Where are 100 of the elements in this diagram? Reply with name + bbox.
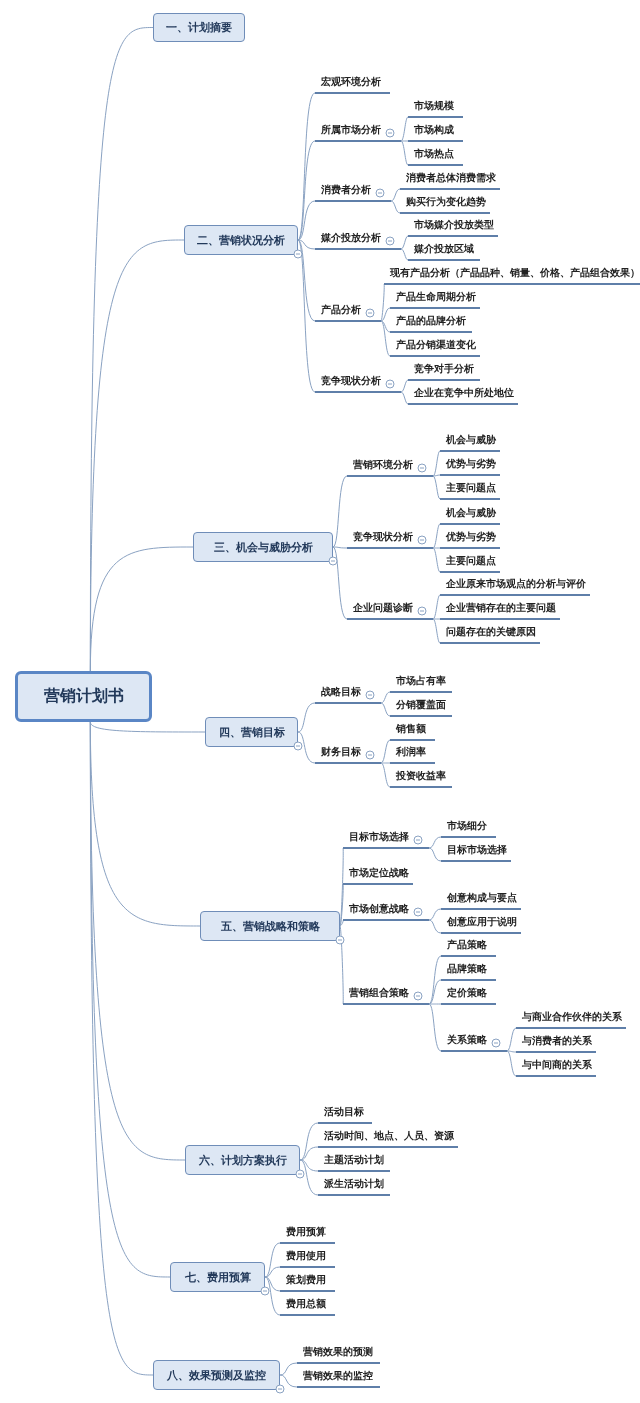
subtopic-label: 定价策略 bbox=[441, 984, 496, 1005]
connector-line bbox=[380, 762, 391, 788]
connector-line bbox=[400, 391, 409, 405]
connector-line bbox=[264, 1276, 281, 1316]
subtopic-label: 主要问题点 bbox=[440, 552, 500, 573]
connector-line bbox=[432, 523, 441, 549]
topic-box: 二、营销状况分析 bbox=[184, 225, 298, 255]
connector-line bbox=[264, 1242, 281, 1278]
subtopic-label: 品牌策略 bbox=[441, 960, 496, 981]
connector-line bbox=[380, 702, 391, 717]
connector-line bbox=[279, 1374, 298, 1388]
connector-line bbox=[339, 919, 344, 927]
connector-line bbox=[297, 239, 316, 393]
subtopic-label: 与商业合作伙伴的关系 bbox=[516, 1008, 626, 1029]
subtopic-label: 投资收益率 bbox=[390, 767, 452, 788]
subtopic-label: 主题活动计划 bbox=[318, 1151, 390, 1172]
connector-line bbox=[380, 739, 391, 764]
subtopic-label: 购买行为变化趋势 bbox=[400, 193, 490, 214]
connector-line bbox=[332, 546, 348, 620]
connector-line bbox=[400, 248, 409, 261]
connector-line bbox=[89, 546, 194, 672]
connector-line bbox=[428, 836, 442, 849]
connector-line bbox=[264, 1266, 281, 1278]
subtopic-label: 市场热点 bbox=[408, 145, 463, 166]
connector-line bbox=[299, 1159, 319, 1196]
connector-line bbox=[332, 475, 348, 548]
subtopic-label: 市场定位战略 bbox=[343, 864, 413, 885]
connector-line bbox=[428, 908, 442, 921]
subtopic-label: 主要问题点 bbox=[440, 479, 500, 500]
connector-line bbox=[299, 1122, 319, 1161]
subtopic-label: 创意应用于说明 bbox=[441, 913, 521, 934]
connector-line bbox=[297, 731, 316, 764]
subtopic-label: 机会与威胁 bbox=[440, 431, 500, 452]
subtopic-label: 媒介投放区域 bbox=[408, 240, 480, 261]
connector-line bbox=[506, 1050, 517, 1053]
subtopic-label: 优势与劣势 bbox=[440, 455, 500, 476]
connector-line bbox=[400, 116, 409, 142]
subtopic-label: 市场细分 bbox=[441, 817, 496, 838]
connector-line bbox=[279, 1362, 298, 1376]
subtopic-label: 市场规模 bbox=[408, 97, 463, 118]
topic-box: 三、机会与威胁分析 bbox=[193, 532, 333, 562]
subtopic-label: 活动时间、地点、人员、资源 bbox=[318, 1127, 458, 1148]
connector-line bbox=[432, 450, 441, 477]
subtopic-label: 产品策略 bbox=[441, 936, 496, 957]
connector-line bbox=[506, 1050, 517, 1077]
subtopic-label: 费用预算 bbox=[280, 1223, 335, 1244]
connector-line bbox=[432, 475, 441, 500]
topic-box: 六、计划方案执行 bbox=[185, 1145, 300, 1175]
connector-line bbox=[432, 547, 441, 549]
subtopic-label: 创意构成与要点 bbox=[441, 889, 521, 910]
connector-line bbox=[428, 955, 442, 1005]
subtopic-label: 费用使用 bbox=[280, 1247, 335, 1268]
subtopic-label: 费用总额 bbox=[280, 1295, 335, 1316]
connector-line bbox=[380, 762, 391, 764]
subtopic-label: 消费者总体消费需求 bbox=[400, 169, 500, 190]
connector-line bbox=[299, 1146, 319, 1161]
connector-line bbox=[380, 283, 385, 322]
connector-line bbox=[428, 979, 442, 1005]
connector-line bbox=[264, 1276, 281, 1292]
subtopic-label: 优势与劣势 bbox=[440, 528, 500, 549]
subtopic-label: 竞争对手分析 bbox=[408, 360, 480, 381]
subtopic-label: 与消费者的关系 bbox=[516, 1032, 596, 1053]
connector-line bbox=[400, 140, 409, 142]
subtopic-label: 目标市场选择 bbox=[441, 841, 511, 862]
subtopic-label: 市场媒介投放类型 bbox=[408, 216, 498, 237]
connector-line bbox=[297, 200, 316, 241]
connector-line bbox=[380, 691, 391, 704]
connector-line bbox=[432, 594, 441, 620]
subtopic-label: 市场占有率 bbox=[390, 672, 452, 693]
connector-line bbox=[332, 546, 348, 549]
subtopic-label: 产品分销渠道变化 bbox=[390, 336, 480, 357]
connector-line bbox=[380, 320, 391, 357]
connector-line bbox=[339, 883, 344, 927]
connector-line bbox=[89, 721, 154, 1376]
connector-line bbox=[380, 320, 391, 333]
subtopic-label: 宏观环境分析 bbox=[315, 73, 390, 94]
subtopic-label: 与中间商的关系 bbox=[516, 1056, 596, 1077]
subtopic-label: 企业营销存在的主要问题 bbox=[440, 599, 560, 620]
connector-line bbox=[297, 702, 316, 733]
connector-line bbox=[432, 618, 441, 620]
connector-line bbox=[400, 140, 409, 166]
connector-line bbox=[506, 1027, 517, 1052]
connector-line bbox=[390, 200, 401, 214]
subtopic-label: 营销效果的预测 bbox=[297, 1343, 380, 1364]
topic-box: 七、费用预算 bbox=[170, 1262, 265, 1292]
subtopic-label: 市场构成 bbox=[408, 121, 463, 142]
central-topic-box: 营销计划书 bbox=[15, 671, 152, 722]
subtopic-label: 现有产品分析（产品品种、销量、价格、产品组合效果） bbox=[384, 264, 640, 285]
subtopic-label: 企业在竞争中所处地位 bbox=[408, 384, 518, 405]
subtopic-label: 产品生命周期分析 bbox=[390, 288, 480, 309]
topic-box: 五、营销战略和策略 bbox=[200, 911, 340, 941]
subtopic-label: 销售额 bbox=[390, 720, 435, 741]
subtopic-label: 分销覆盖面 bbox=[390, 696, 452, 717]
subtopic-label: 产品的品牌分析 bbox=[390, 312, 472, 333]
topic-box: 四、营销目标 bbox=[205, 717, 298, 747]
connector-line bbox=[432, 618, 441, 644]
connector-line bbox=[390, 188, 401, 202]
connector-line bbox=[428, 1003, 442, 1052]
connector-line bbox=[380, 307, 391, 322]
connector-line bbox=[297, 239, 316, 250]
